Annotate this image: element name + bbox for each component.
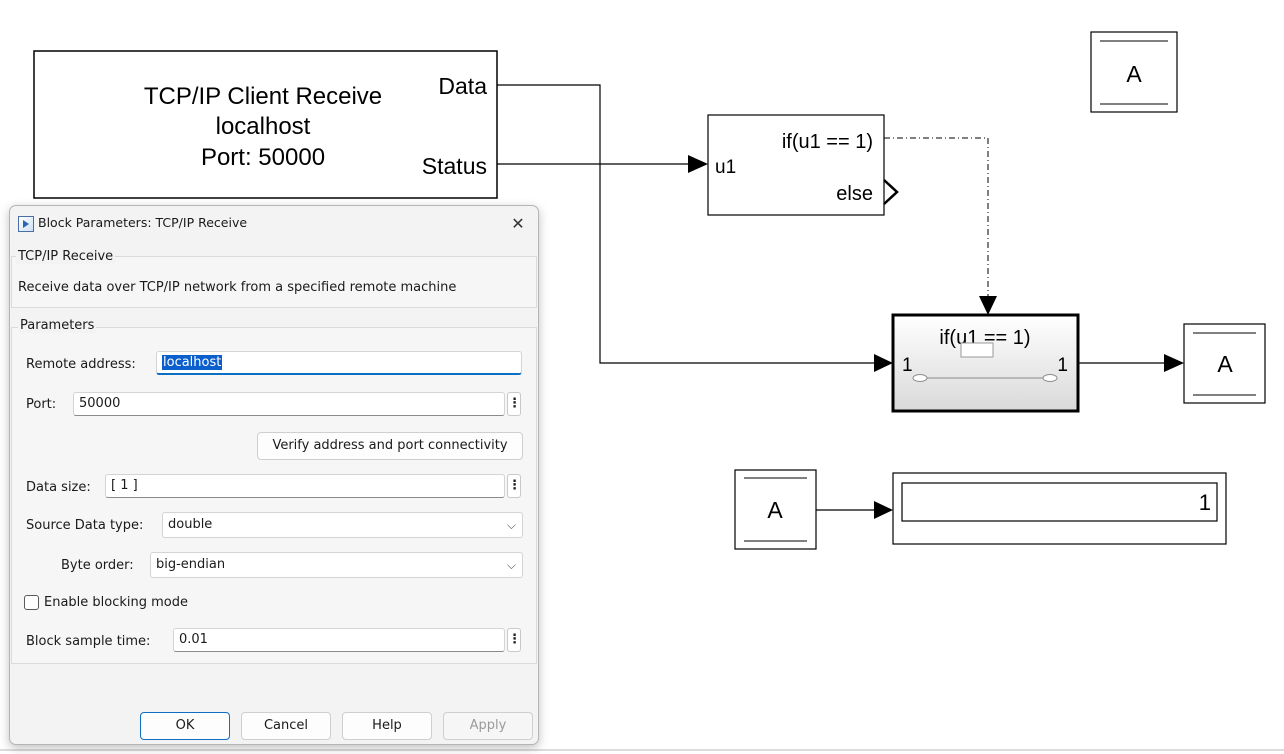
signal-lines[interactable] xyxy=(497,84,1164,511)
blocking-mode-checkbox[interactable] xyxy=(24,595,39,610)
goto-block-top[interactable]: A xyxy=(1090,31,1178,113)
from-tag-label: A xyxy=(767,497,783,523)
block-description-group xyxy=(11,256,537,308)
ok-button[interactable]: OK xyxy=(140,712,230,740)
display-value: 1 xyxy=(1199,490,1211,515)
action-port-icon xyxy=(960,342,994,358)
sample-time-field[interactable]: 0.01 xyxy=(173,628,505,652)
status-port-label: Status xyxy=(422,153,487,179)
arrowheads xyxy=(688,155,1184,519)
goto-block-right[interactable]: A xyxy=(1183,323,1266,404)
dialog-title: Block Parameters: TCP/IP Receive xyxy=(38,215,248,230)
arrowhead xyxy=(1164,354,1184,372)
block-description: Receive data over TCP/IP network from a … xyxy=(18,280,457,295)
port-label: Port: xyxy=(26,397,57,412)
help-button[interactable]: Help xyxy=(342,712,432,740)
tcp-block-line1: TCP/IP Client Receive xyxy=(144,83,382,110)
else-port-label: else xyxy=(836,183,873,205)
if-input-port-label: u1 xyxy=(715,157,736,178)
goto-tag-label: A xyxy=(1126,61,1142,87)
remote-address-label: Remote address: xyxy=(26,357,136,372)
arrowhead xyxy=(874,501,893,519)
close-icon[interactable]: ✕ xyxy=(511,214,525,233)
display-block[interactable]: 1 xyxy=(892,472,1227,545)
sample-time-options-icon[interactable]: ⋮ xyxy=(507,628,521,652)
blocking-mode-label[interactable]: Enable blocking mode xyxy=(44,595,189,610)
source-type-label: Source Data type: xyxy=(26,518,144,533)
if-condition-label: if(u1 == 1) xyxy=(782,131,873,153)
verify-connectivity-button[interactable]: Verify address and port connectivity xyxy=(257,432,523,460)
tcp-client-receive-block[interactable]: TCP/IP Client Receive localhost Port: 50… xyxy=(33,50,498,199)
tcp-block-line2: localhost xyxy=(216,113,311,140)
action-signal-line xyxy=(884,137,989,296)
block-parameters-dialog[interactable]: Block Parameters: TCP/IP Receive ✕ TCP/I… xyxy=(9,205,539,745)
data-size-options-icon[interactable]: ⋮ xyxy=(507,474,521,498)
block-group-title: TCP/IP Receive xyxy=(16,249,116,264)
subsystem-inner-port xyxy=(1042,374,1058,382)
from-block[interactable]: A xyxy=(734,469,817,550)
dialog-titlebar[interactable]: Block Parameters: TCP/IP Receive ✕ xyxy=(10,206,538,242)
apply-button: Apply xyxy=(443,712,533,740)
goto-tag-label: A xyxy=(1217,351,1233,377)
if-block[interactable]: if(u1 == 1) u1 else xyxy=(707,114,899,216)
byte-order-label: Byte order: xyxy=(61,558,134,573)
arrowhead xyxy=(688,155,708,173)
subsystem-out-port-label: 1 xyxy=(1057,355,1068,376)
data-port-label: Data xyxy=(438,73,487,99)
byte-order-value: big-endian xyxy=(156,557,226,572)
if-action-subsystem[interactable]: if(u1 == 1) 1 1 xyxy=(891,313,1080,413)
subsystem-inner-port xyxy=(912,374,928,382)
chevron-down-icon: ⌵ xyxy=(506,558,516,572)
chevron-down-icon: ⌵ xyxy=(506,518,516,532)
else-port-chevron xyxy=(883,179,899,205)
subsystem-in-port-label: 1 xyxy=(902,355,913,376)
data-signal-line xyxy=(497,84,874,364)
data-size-field[interactable]: [ 1 ] xyxy=(105,474,505,498)
arrowhead xyxy=(874,354,893,372)
sample-time-label: Block sample time: xyxy=(26,634,151,649)
parameters-group-title: Parameters xyxy=(18,318,97,333)
data-size-label: Data size: xyxy=(26,480,91,495)
remote-address-value: localhost xyxy=(162,355,223,370)
remote-address-field[interactable]: localhost xyxy=(156,351,522,375)
port-field[interactable]: 50000 xyxy=(73,392,505,416)
byte-order-dropdown[interactable]: big-endian ⌵ xyxy=(150,552,523,578)
tcp-block-line3: Port: 50000 xyxy=(201,144,325,171)
arrowhead xyxy=(979,296,997,315)
port-options-icon[interactable]: ⋮ xyxy=(507,392,521,416)
simulink-block-icon xyxy=(18,216,34,232)
source-type-value: double xyxy=(168,517,213,532)
source-type-dropdown[interactable]: double ⌵ xyxy=(162,512,523,538)
canvas-bottom-border xyxy=(0,749,1284,751)
cancel-button[interactable]: Cancel xyxy=(241,712,331,740)
